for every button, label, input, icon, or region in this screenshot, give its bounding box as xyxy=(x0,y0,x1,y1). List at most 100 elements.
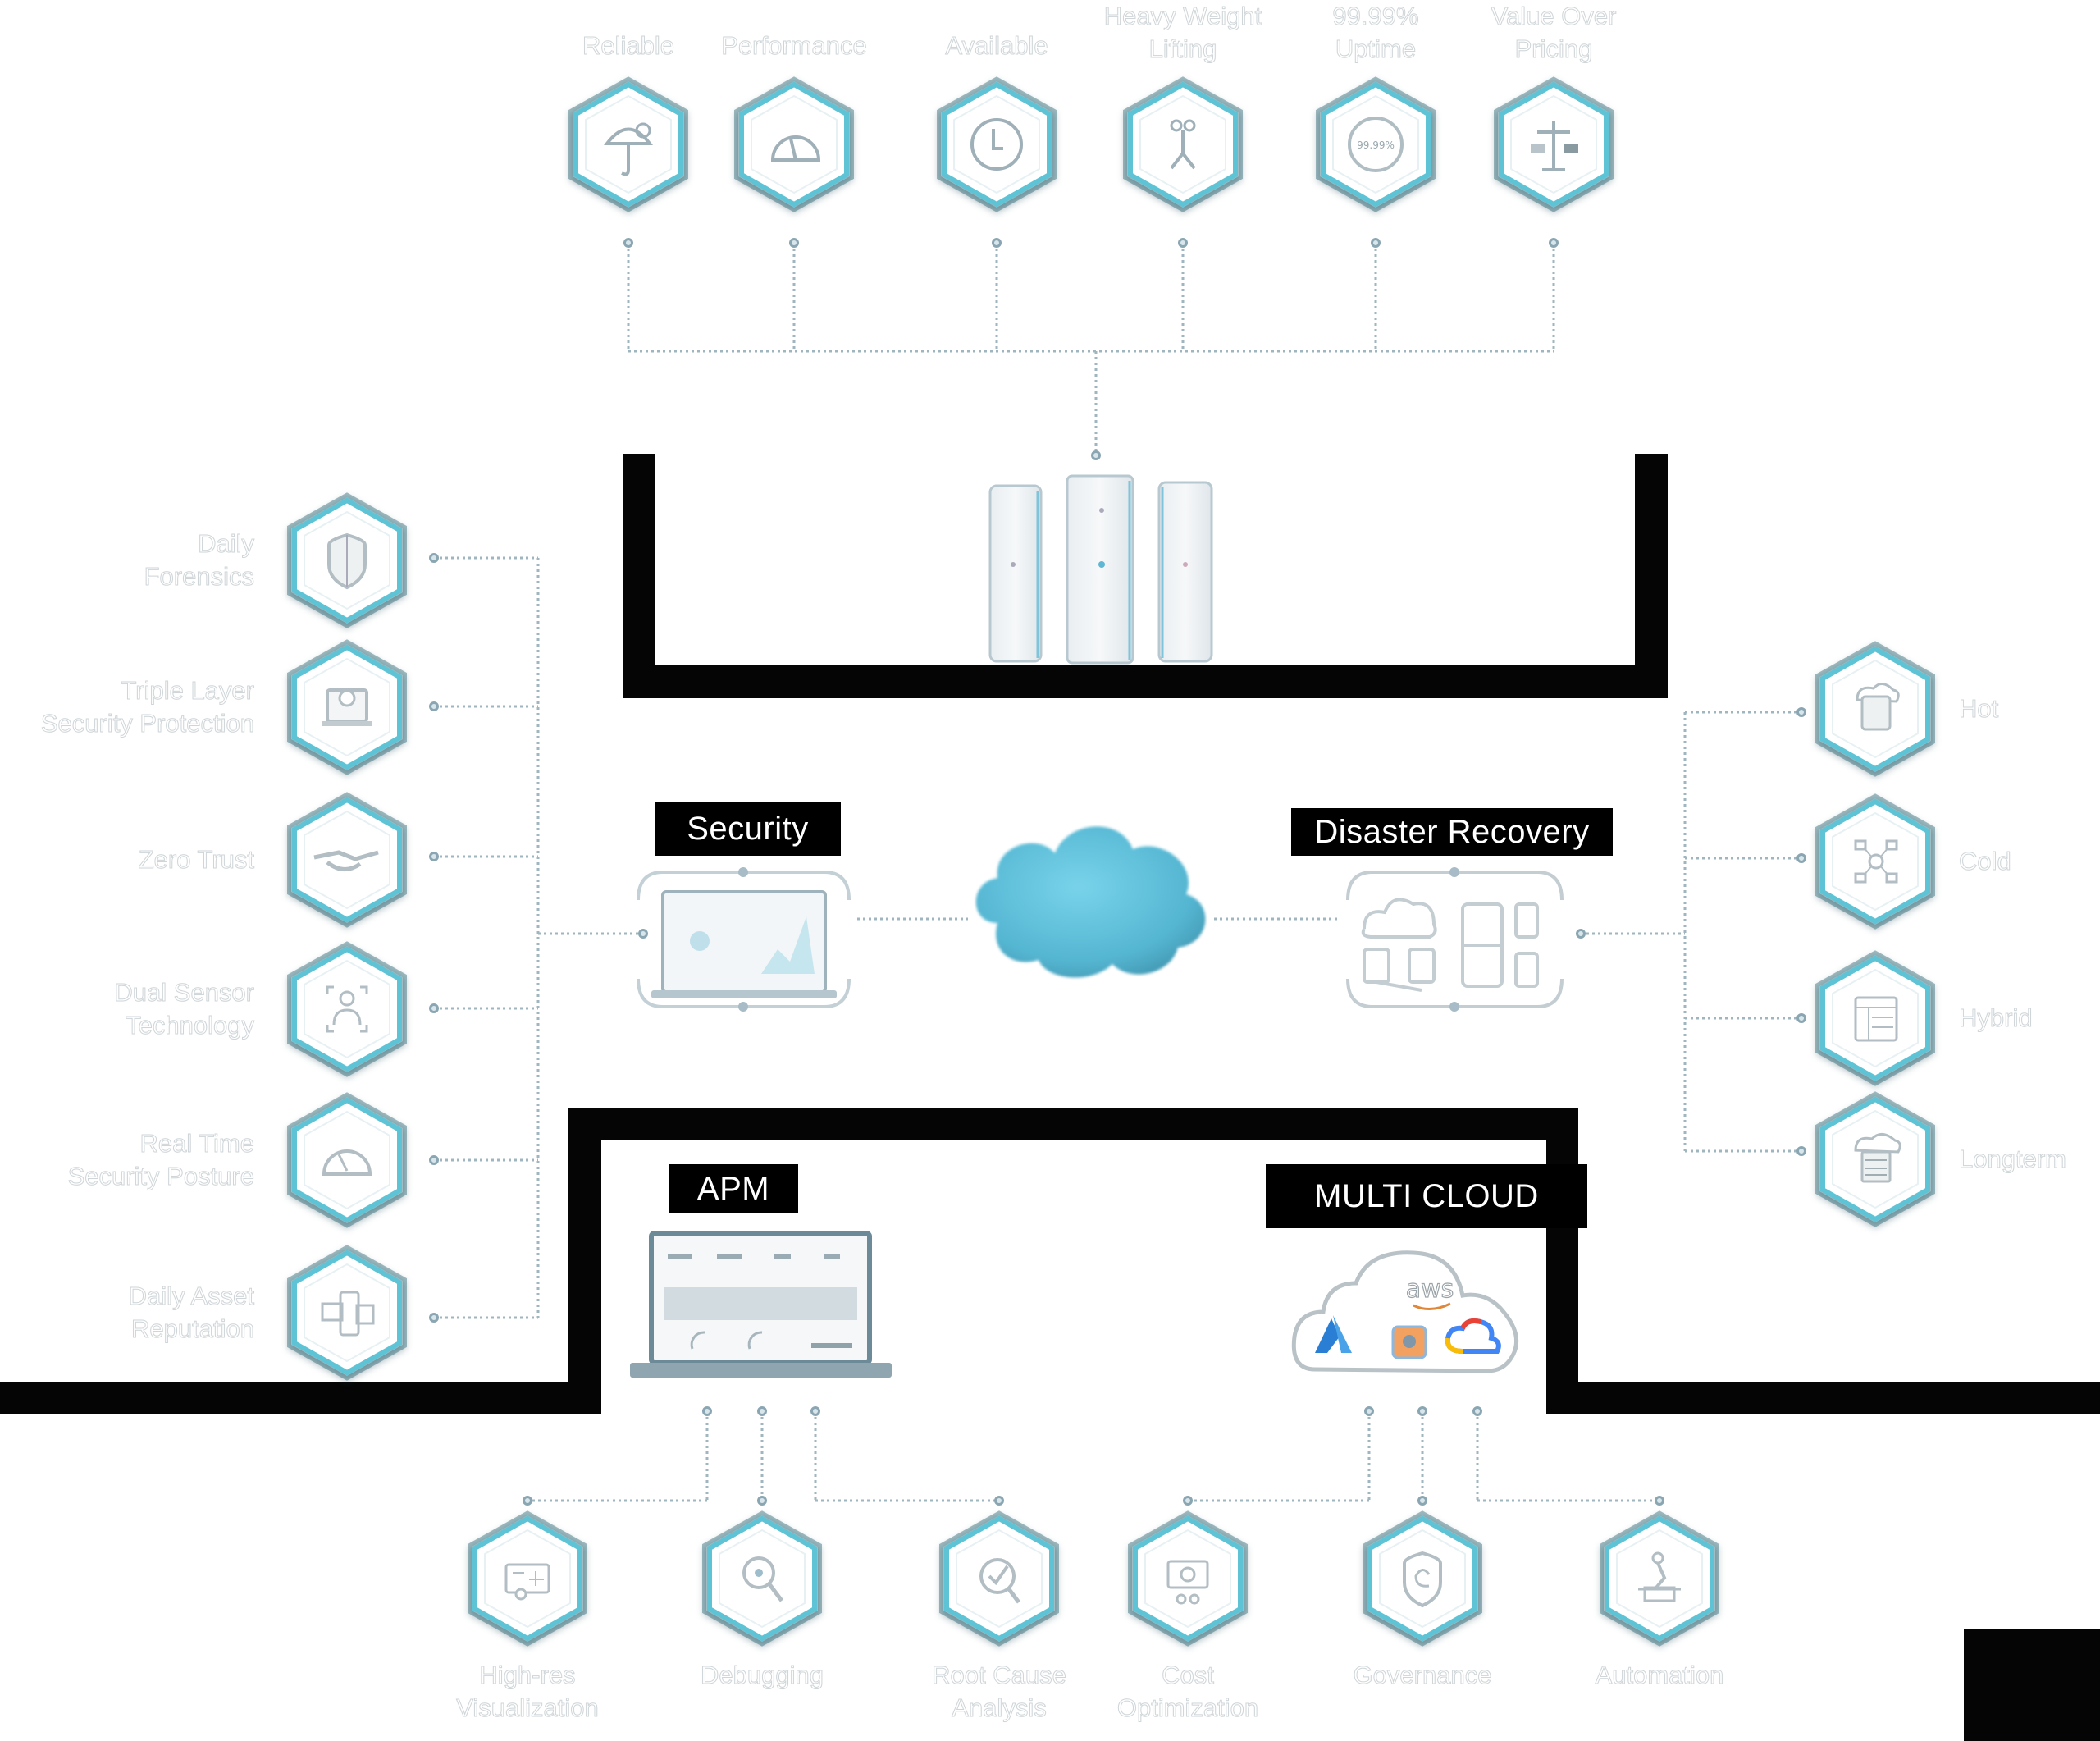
apm-dashboard-laptop xyxy=(627,1230,895,1382)
speedometer-icon xyxy=(770,135,821,162)
dr-feature-label: Hybrid xyxy=(1959,1003,2034,1033)
uptime-gauge-icon: 99.99% xyxy=(1348,117,1404,172)
connector-dot xyxy=(1576,929,1586,939)
connector-dot xyxy=(523,1496,532,1506)
lifting-figure-icon xyxy=(1170,119,1196,170)
network-nodes-icon xyxy=(1854,839,1898,884)
magnifier-bug-icon xyxy=(742,1556,783,1602)
azure-logo xyxy=(1315,1318,1340,1353)
connector-dot xyxy=(1418,1496,1427,1506)
dr-feature-label: Hot xyxy=(1958,694,1999,724)
connector-dot xyxy=(1371,238,1381,248)
apm-title: APM xyxy=(669,1164,798,1213)
security-dashboard-laptop xyxy=(630,867,857,1012)
multicloud-feature-label: Automation xyxy=(1595,1661,1724,1690)
multi-cloud-logos: aws xyxy=(1290,1246,1523,1382)
multi-cloud-title: MULTI CLOUD xyxy=(1266,1164,1587,1228)
dr-feature-hex xyxy=(1815,952,1936,1085)
top-feature-label: Performance xyxy=(721,31,867,61)
security-feature-hex xyxy=(286,494,408,627)
top-feature-hex xyxy=(936,78,1057,211)
server-rack-image xyxy=(988,474,1215,665)
devices-icon xyxy=(321,1291,375,1337)
balance-scale-icon xyxy=(1531,121,1578,171)
dr-feature-hex xyxy=(1815,795,1936,928)
dr-feature-label: Longterm xyxy=(1959,1145,2067,1174)
connector-dot xyxy=(1183,1496,1193,1506)
umbrella-icon xyxy=(604,122,653,176)
top-feature-label: 99.99%Uptime xyxy=(1332,2,1419,64)
multicloud-feature-hex xyxy=(1127,1512,1249,1645)
connector-dot xyxy=(810,1406,820,1416)
connector-dot xyxy=(1796,1146,1806,1156)
magnifier-check-icon xyxy=(979,1558,1020,1604)
aws-logo: aws xyxy=(1406,1275,1454,1304)
connector-dot xyxy=(992,238,1002,248)
connector-dot xyxy=(1549,238,1559,248)
connector-dot xyxy=(638,929,648,939)
connector-dot xyxy=(1178,238,1188,248)
connector-dot xyxy=(994,1496,1004,1506)
robot-arm-icon xyxy=(1638,1551,1681,1602)
connector-dot xyxy=(1364,1406,1374,1416)
security-feature-hex xyxy=(286,641,408,774)
disaster-recovery-diagram xyxy=(1340,867,1570,1012)
dr-feature-hex xyxy=(1815,642,1936,775)
connector-dot xyxy=(1091,450,1101,460)
security-title: Security xyxy=(655,802,841,856)
top-feature-hex xyxy=(568,78,689,211)
top-feature-hex: 99.99% xyxy=(1315,78,1436,211)
security-feature-hex xyxy=(286,943,408,1076)
handshake-icon xyxy=(313,850,379,871)
connector-dot xyxy=(789,238,799,248)
corner-block xyxy=(1964,1629,2100,1741)
connector-dot xyxy=(429,553,439,563)
face-scan-icon xyxy=(326,985,368,1033)
visualization-icon xyxy=(504,1563,550,1601)
cloud-image xyxy=(965,808,1215,985)
multicloud-feature-hex xyxy=(1599,1512,1720,1645)
connector-dot xyxy=(1796,1013,1806,1023)
connector-dot xyxy=(429,1155,439,1165)
cloud-server-icon xyxy=(1856,683,1900,731)
connector-dot xyxy=(757,1496,767,1506)
top-feature-hex xyxy=(1493,78,1614,211)
dashboard-panel-icon xyxy=(1854,996,1898,1042)
connector-dot xyxy=(1796,853,1806,863)
connector-dot xyxy=(1796,707,1806,717)
connector-dot xyxy=(429,701,439,711)
money-cut-icon xyxy=(1166,1560,1209,1605)
apm-feature-hex xyxy=(938,1512,1060,1645)
top-feature-hex xyxy=(1122,78,1244,211)
security-feature-hex xyxy=(286,793,408,926)
shield-e-icon xyxy=(1403,1551,1442,1608)
connector-dot xyxy=(623,238,633,248)
apm-feature-hex xyxy=(701,1512,823,1645)
clock-icon xyxy=(970,118,1023,171)
dr-feature-hex xyxy=(1815,1093,1936,1226)
security-feature-label: Zero Trust xyxy=(138,845,254,875)
top-feature-label: Available xyxy=(945,31,1048,61)
connector-dot xyxy=(757,1406,767,1416)
connector-dot xyxy=(1655,1496,1664,1506)
multicloud-feature-hex xyxy=(1362,1512,1483,1645)
connector-dot xyxy=(1418,1406,1427,1416)
connector-dot xyxy=(429,1003,439,1013)
apm-feature-label: Debugging xyxy=(701,1661,824,1690)
shield-icon xyxy=(327,532,367,590)
dr-feature-label: Cold xyxy=(1959,847,2012,876)
top-feature-hex xyxy=(733,78,855,211)
svg-text:99.99%: 99.99% xyxy=(1357,139,1395,151)
connector-dot xyxy=(429,1313,439,1323)
connector-dot xyxy=(702,1406,712,1416)
security-feature-hex xyxy=(286,1094,408,1227)
gauge-icon xyxy=(322,1149,372,1176)
